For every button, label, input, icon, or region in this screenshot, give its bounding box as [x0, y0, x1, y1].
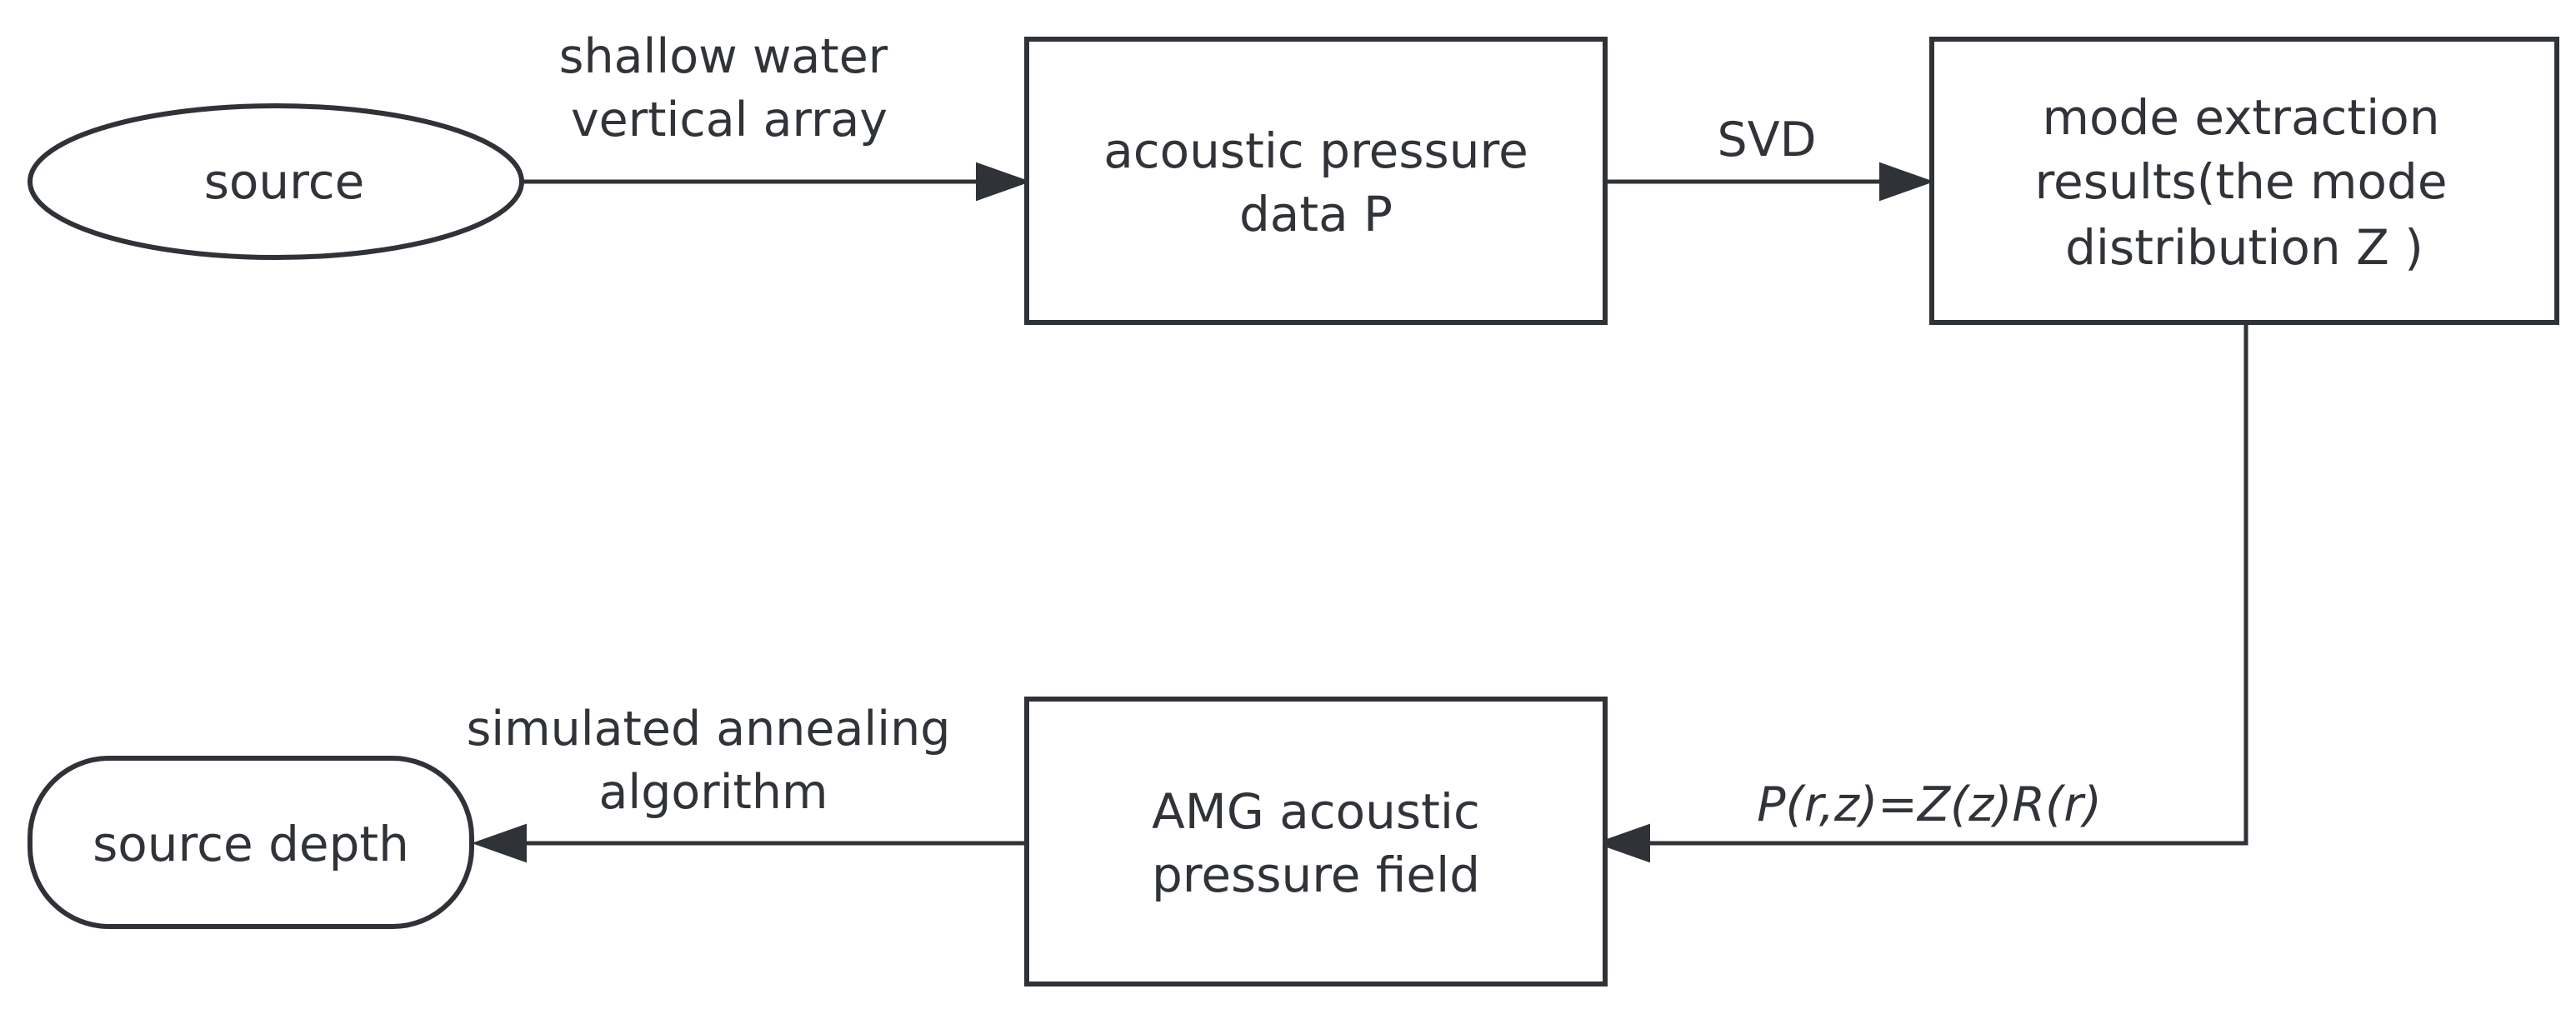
- mode-results-label-line1: mode extraction: [2042, 89, 2439, 146]
- edge-label-svd: SVD: [1717, 112, 1816, 167]
- node-mode-results: mode extraction results(the mode distrib…: [1929, 37, 2559, 325]
- edge-amg-to-depth: [472, 823, 1025, 863]
- source-ellipse: [28, 103, 524, 260]
- edge-source-to-pressure: [523, 162, 1031, 202]
- node-pressure-data: acoustic pressure data P: [1024, 37, 1608, 325]
- arrowhead-icon: [472, 823, 527, 863]
- edge-modes-to-amg: [1595, 325, 2248, 863]
- arrowhead-icon: [1879, 162, 1934, 202]
- arrowhead-icon: [976, 162, 1031, 202]
- pressure-data-box: [1024, 37, 1608, 325]
- edge-label-annealing-line2: algorithm: [598, 765, 828, 820]
- source-depth-terminal: [28, 756, 474, 929]
- edge-label-formula: P(r,z)=Z(z)R(r): [1757, 777, 2102, 832]
- source-depth-label: source depth: [93, 816, 409, 872]
- pressure-data-label-line1: acoustic pressure: [1103, 122, 1528, 179]
- connector-line: [1633, 325, 2248, 846]
- mode-results-box: [1929, 37, 2559, 325]
- edge-label-array-line2: vertical array: [571, 92, 888, 147]
- amg-field-box: [1024, 697, 1608, 987]
- edge-label-array-line1: shallow water: [559, 29, 888, 84]
- mode-results-label-line2: results(the mode: [2034, 153, 2447, 210]
- arrowhead-icon: [1595, 823, 1650, 863]
- source-label: source: [204, 153, 365, 210]
- node-source: source: [28, 103, 524, 260]
- edge-pressure-to-modes: [1607, 162, 1934, 202]
- amg-field-label-line2: pressure field: [1152, 847, 1480, 903]
- edge-label-annealing-line1: simulated annealing: [467, 702, 951, 757]
- node-source-depth: source depth: [28, 756, 474, 929]
- mode-results-label-line3: distribution Z ): [2065, 219, 2423, 276]
- node-amg-field: AMG acoustic pressure field: [1024, 697, 1608, 987]
- amg-field-label-line1: AMG acoustic: [1152, 783, 1480, 840]
- pressure-data-label-line2: data P: [1239, 186, 1393, 242]
